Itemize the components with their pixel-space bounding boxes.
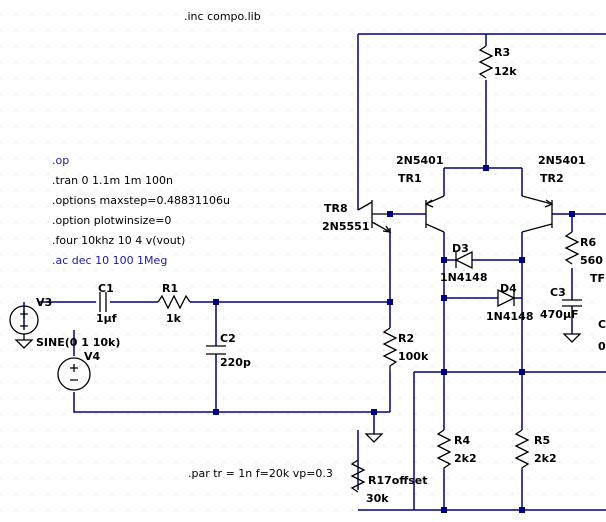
ground-icon (364, 433, 384, 443)
r1-value[interactable]: 1k (166, 312, 181, 325)
tr1-label[interactable]: TR1 (398, 172, 422, 185)
d4-label[interactable]: D4 (500, 282, 517, 295)
directive-options-maxstep[interactable]: .options maxstep=0.48831106u (52, 194, 230, 207)
tr2-model[interactable]: 2N5401 (538, 154, 586, 167)
zero-partial-label: 0 (598, 340, 606, 353)
r5-value[interactable]: 2k2 (534, 452, 557, 465)
r1-resistor-icon (157, 294, 191, 310)
directive-four[interactable]: .four 10khz 10 4 v(vout) (52, 234, 186, 247)
r5-resistor-icon (514, 429, 530, 470)
tf-partial-label: TF (590, 272, 606, 285)
r17-value[interactable]: 30k (366, 492, 389, 505)
d3-diode-icon (454, 250, 473, 270)
d3-label[interactable]: D3 (452, 242, 469, 255)
directive-op[interactable]: .op (52, 154, 70, 167)
component-symbols (9, 45, 582, 493)
directive-inc[interactable]: .inc compo.lib (184, 10, 261, 23)
d3-model[interactable]: 1N4148 (440, 271, 488, 284)
c1-capacitor-icon (99, 292, 107, 312)
r1-label[interactable]: R1 (162, 282, 179, 295)
directive-tran[interactable]: .tran 0 1.1m 1m 100n (52, 174, 173, 187)
tr1-model[interactable]: 2N5401 (396, 154, 444, 167)
r6-label[interactable]: R6 (580, 236, 597, 249)
v4-source-icon (57, 357, 91, 391)
tr2-label[interactable]: TR2 (540, 172, 564, 185)
wires (23, 33, 606, 511)
r2-value[interactable]: 100k (398, 350, 429, 363)
r6-resistor-icon (564, 231, 580, 265)
r4-resistor-icon (436, 429, 452, 470)
tr2-transistor-icon (521, 195, 554, 233)
r3-resistor-icon (478, 45, 494, 79)
r4-value[interactable]: 2k2 (454, 452, 477, 465)
junction-nodes (213, 165, 575, 513)
r6-value[interactable]: 560 (580, 254, 603, 267)
c3-label[interactable]: C3 (550, 286, 566, 299)
c1-value[interactable]: 1µf (96, 312, 117, 325)
c2-value[interactable]: 220p (220, 356, 251, 369)
tr8-transistor-icon (357, 200, 392, 233)
c-partial-label: C (598, 318, 606, 331)
c1-label[interactable]: C1 (98, 282, 114, 295)
tr8-label[interactable]: TR8 (324, 202, 348, 215)
c3-capacitor-icon (562, 299, 582, 307)
d4-diode-icon (497, 288, 516, 308)
tr1-transistor-icon (424, 195, 445, 233)
ground-icon (14, 339, 34, 349)
r17-label[interactable]: R17offset (368, 474, 428, 487)
d4-model[interactable]: 1N4148 (486, 310, 534, 323)
directive-ac[interactable]: .ac dec 10 100 1Meg (52, 254, 168, 267)
directive-par[interactable]: .par tr = 1n f=20k vp=0.3 (188, 467, 333, 480)
v3-label[interactable]: V3 (36, 296, 53, 309)
r17-resistor-icon (350, 459, 366, 493)
r3-value[interactable]: 12k (494, 65, 517, 78)
r4-label[interactable]: R4 (454, 434, 471, 447)
directive-option-plotwinsize[interactable]: .option plotwinsize=0 (52, 214, 172, 227)
c2-label[interactable]: C2 (220, 332, 236, 345)
v3-value[interactable]: SINE(0 1 10k) (36, 336, 121, 349)
r2-resistor-icon (382, 327, 398, 372)
r2-label[interactable]: R2 (398, 332, 415, 345)
r3-label[interactable]: R3 (494, 46, 511, 59)
v4-label[interactable]: V4 (84, 350, 101, 363)
c3-value[interactable]: 470µF (540, 308, 579, 321)
r5-label[interactable]: R5 (534, 434, 551, 447)
c2-capacitor-icon (206, 345, 226, 355)
tr8-model[interactable]: 2N5551 (322, 220, 370, 233)
